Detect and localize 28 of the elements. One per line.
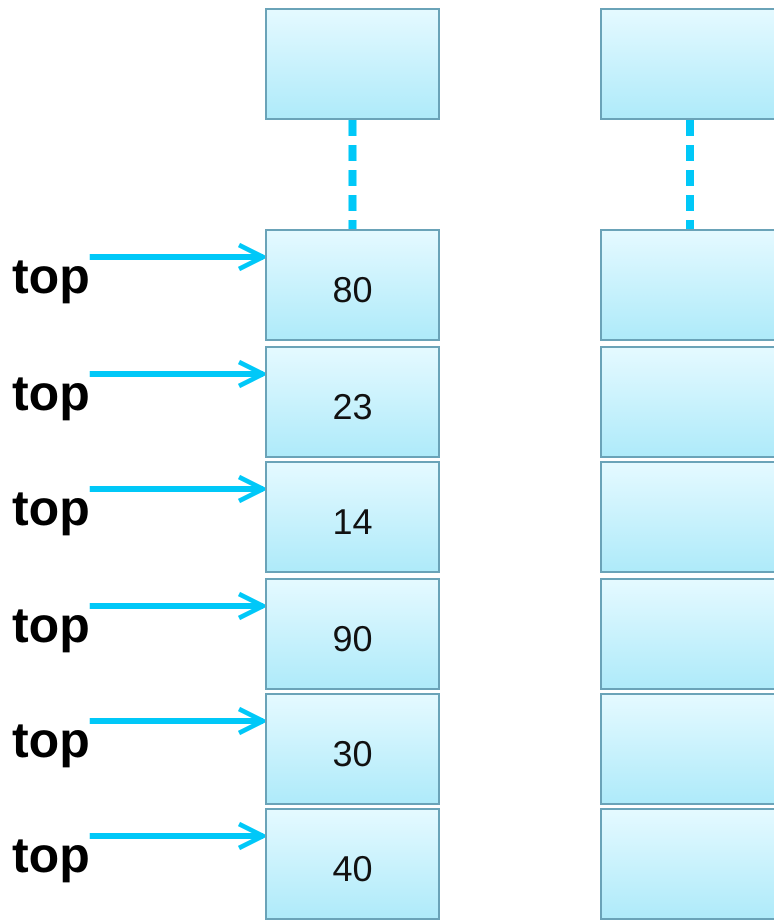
arrow bbox=[90, 822, 266, 850]
stack-cell: 23 bbox=[265, 346, 440, 458]
dashed-connector bbox=[348, 120, 356, 229]
pointer-label: top bbox=[12, 715, 90, 765]
arrow bbox=[90, 360, 266, 388]
pointer-label: top bbox=[12, 830, 90, 880]
dashed-connector bbox=[686, 120, 694, 229]
stack-cell bbox=[600, 8, 774, 120]
arrow bbox=[90, 706, 266, 736]
pointer-label: top bbox=[12, 600, 90, 650]
stack-cell: 40 bbox=[265, 808, 440, 920]
stack-cell bbox=[600, 229, 774, 341]
stack-cell: 14 bbox=[265, 461, 440, 573]
stack-cell bbox=[600, 693, 774, 805]
arrow bbox=[90, 592, 266, 620]
pointer-label: top bbox=[12, 368, 90, 418]
stack-cell bbox=[600, 808, 774, 920]
stack-cell bbox=[265, 8, 440, 120]
stack-cell: 30 bbox=[265, 693, 440, 805]
pointer-label: top bbox=[12, 251, 90, 301]
stack-cell bbox=[600, 461, 774, 573]
pointer-label: top bbox=[12, 483, 90, 533]
arrow bbox=[90, 474, 266, 504]
stack-cell: 80 bbox=[265, 229, 440, 341]
stack-cell bbox=[600, 578, 774, 690]
stack-cell bbox=[600, 346, 774, 458]
arrow bbox=[90, 242, 266, 272]
stack-cell: 90 bbox=[265, 578, 440, 690]
